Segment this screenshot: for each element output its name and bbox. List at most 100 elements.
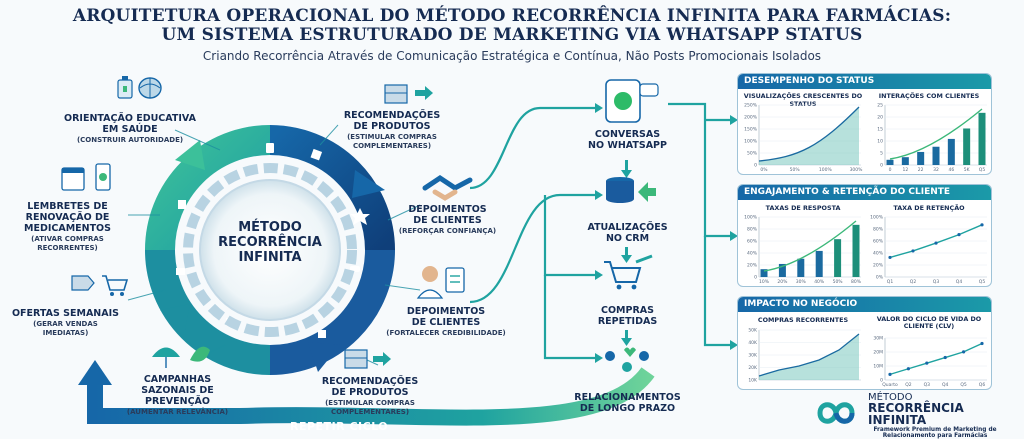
cycle-item-title: DE PRODUTOS — [353, 121, 431, 132]
handshake-icon — [422, 174, 473, 201]
whatsapp-phone-icon — [605, 79, 659, 123]
center-line-3: INFINITA — [238, 250, 302, 265]
cycle-item-sub: COMPLEMENTARES) — [330, 408, 410, 416]
title-line-1: ARQUITETURA OPERACIONAL DO MÉTODO RECORR… — [72, 6, 952, 26]
brain-icon — [117, 76, 162, 99]
flow-step-crm: ATUALIZAÇÕES NO CRM — [575, 222, 680, 244]
bar — [963, 128, 971, 165]
x-tick-label: 30% — [796, 279, 807, 285]
bar — [978, 112, 986, 165]
cycle-item-lembretes: LEMBRETES DE RENOVAÇÃO DE MEDICAMENTOS (… — [10, 201, 125, 253]
x-tick-label: Q5 — [960, 382, 967, 388]
ring-segment-3 — [145, 249, 271, 375]
y-tick-label: 60% — [747, 239, 758, 245]
page-subtitle: Criando Recorrência Através de Comunicaç… — [202, 49, 822, 63]
chart-title: TAXA DE RETENÇÃO — [893, 204, 965, 212]
y-tick-label: 25 — [877, 103, 883, 109]
x-tick-label: 32 — [933, 167, 939, 173]
data-point — [962, 350, 966, 354]
page-title: ARQUITETURA OPERACIONAL DO MÉTODO RECORR… — [0, 7, 1024, 45]
cycle-item-campanhas: CAMPANHAS SAZONAIS DE PREVENÇÃO (AUMENTA… — [115, 374, 240, 417]
area-line — [758, 106, 860, 162]
x-tick-label: Q6 — [979, 382, 986, 388]
ring-segment-2 — [269, 249, 395, 375]
x-tick-label: 0% — [760, 167, 768, 173]
chart-title: INTERAÇÕES COM CLIENTES — [878, 92, 980, 100]
area-fill — [759, 334, 859, 380]
y-tick-label: 80% — [747, 227, 758, 233]
chart-clv: VALOR DO CICLO DE VIDA DO CLIENTE (CLV) … — [867, 316, 991, 389]
flow-step-conversas: CONVERSAS NO WHATSAPP — [575, 129, 680, 151]
flow-step-label: CONVERSAS — [594, 129, 661, 140]
data-point — [934, 241, 938, 245]
cycle-item-title: EM SAÚDE — [102, 124, 158, 135]
center-disc — [199, 179, 341, 321]
x-tick-label: 22 — [918, 167, 924, 173]
y-tick-label: 10K — [748, 378, 758, 384]
bar — [932, 146, 940, 165]
people-heart-icon — [605, 347, 649, 372]
logo-tagline-2: Relacionamento para Farmácias — [882, 433, 988, 439]
x-tick-label: Quarto — [882, 382, 898, 388]
area-fill — [759, 107, 859, 165]
y-tick-label: 40% — [747, 251, 758, 257]
y-tick-label: 20K — [748, 365, 758, 371]
y-tick-label: 80% — [873, 227, 884, 233]
logo-line-1: MÉTODO — [868, 392, 913, 403]
logo-tagline-1: Framework Premium de Marketing de — [873, 427, 997, 433]
x-tick-label: Q2 — [905, 382, 912, 388]
chart-taxas-resposta-svg: 020%40%60%80%100%10%20%30%40%50%80% — [744, 215, 862, 286]
logo-tagline: Framework Premium de Marketing de Relaci… — [852, 427, 1018, 439]
cycle-item-title: RECOMENDAÇÕES — [343, 110, 441, 121]
bar — [852, 224, 860, 277]
title-line-2: UM SISTEMA ESTRUTURADO DE MARKETING VIA … — [161, 25, 863, 45]
y-tick-label: 0 — [754, 275, 757, 281]
y-tick-label: 10 — [877, 139, 883, 145]
flow-step-label: REPETIDAS — [597, 316, 658, 327]
bar — [947, 138, 955, 165]
y-tick-label: 5 — [880, 151, 883, 157]
flow-down-arrows — [621, 160, 632, 346]
flow-step-label: DE LONGO PRAZO — [579, 403, 676, 414]
brand-logo: MÉTODO RECORRÊNCIA INFINITA Framework Pr… — [812, 392, 1018, 439]
data-point — [943, 355, 947, 360]
logo-line-3: INFINITA — [868, 413, 927, 427]
bar — [760, 269, 768, 277]
cycle-item-sub: (ATIVAR COMPRAS — [31, 235, 104, 243]
flow-step-label: NO CRM — [605, 233, 650, 244]
chart-title: COMPRAS RECORRENTES — [757, 316, 849, 324]
ring-segment-4 — [145, 125, 271, 251]
trend-line — [763, 220, 857, 272]
flow-connectors — [469, 102, 730, 360]
infinity-logo-icon — [817, 402, 855, 424]
x-tick-label: Q3 — [933, 279, 940, 285]
x-tick-label: 50% — [833, 279, 844, 285]
panel-title: IMPACTO NO NEGÓCIO — [738, 297, 991, 312]
flow-step-label: RELACIONAMENTOS — [574, 392, 681, 403]
gear-ring — [183, 163, 357, 337]
box-arrow-icon-2 — [344, 349, 391, 369]
panel-title: DESEMPENHO DO STATUS — [738, 74, 991, 89]
cycle-item-sub: (GERAR VENDAS — [33, 320, 98, 328]
cycle-item-title: OFERTAS SEMANAIS — [11, 308, 119, 319]
bar — [815, 250, 823, 277]
cycle-ring — [145, 125, 395, 375]
center-line-1: MÉTODO — [238, 220, 302, 235]
y-tick-label: 50% — [747, 151, 758, 157]
data-point — [925, 361, 929, 365]
x-tick-label: Q4 — [956, 279, 963, 285]
y-tick-label: 100% — [744, 215, 758, 221]
x-tick-label: 0 — [889, 167, 892, 173]
cart-icon — [604, 254, 653, 290]
cycle-item-sub: (FORTALECER CREDIBILIDADE) — [386, 329, 506, 337]
x-tick-label: 50% — [790, 167, 801, 173]
y-tick-label: 60% — [873, 239, 884, 245]
cycle-item-depoimentos-2: DEPOIMENTOS DE CLIENTES (FORTALECER CRED… — [380, 306, 512, 338]
cycle-item-ofertas: OFERTAS SEMANAIS (GERAR VENDAS IMEDIATAS… — [8, 308, 123, 338]
y-tick-label: 0 — [754, 163, 757, 169]
